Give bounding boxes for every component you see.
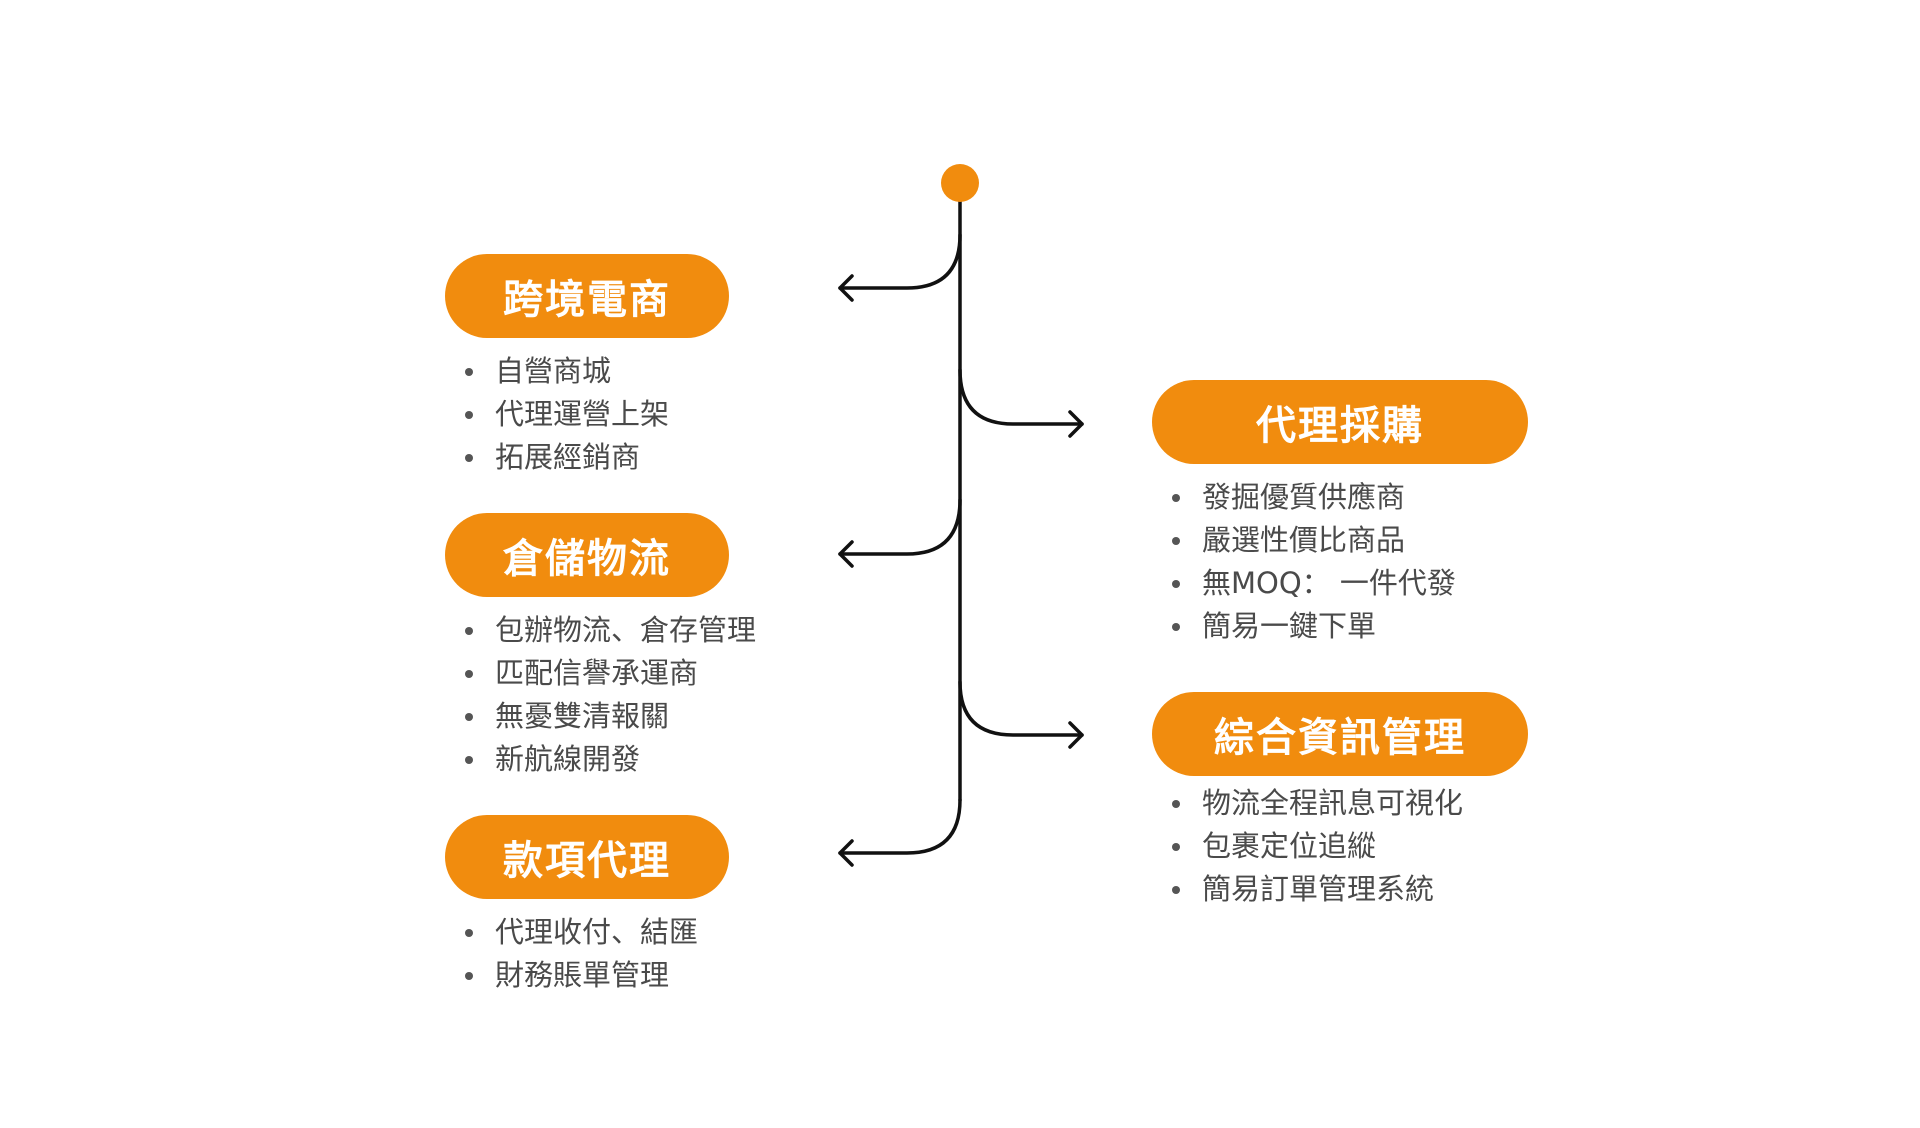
arrow-left-icon	[838, 540, 854, 568]
list-item: 簡易訂單管理系統	[1167, 868, 1463, 911]
list-item: 包裹定位追縱	[1167, 825, 1463, 868]
branch-list-procurement: 發掘優質供應商 嚴選性價比商品 無MOQ： 一件代發 簡易一鍵下單	[1167, 476, 1456, 648]
branch-list-cross-border-ecommerce: 自營商城 代理運營上架 拓展經銷商	[460, 350, 669, 479]
arrow-right-icon	[1068, 721, 1084, 749]
list-item: 簡易一鍵下單	[1167, 605, 1456, 648]
list-item: 代理收付、結匯	[460, 911, 698, 954]
arrow-right-icon	[1068, 410, 1084, 438]
branch-connector-warehousing	[838, 498, 962, 556]
list-item: 無憂雙清報關	[460, 695, 756, 738]
list-item: 物流全程訊息可視化	[1167, 782, 1463, 825]
branch-title-cross-border-ecommerce: 跨境電商	[445, 254, 729, 338]
list-item: 新航線開發	[460, 738, 756, 781]
branch-connector-information	[958, 680, 1084, 737]
branch-list-warehousing: 包辦物流、倉存管理 匹配信譽承運商 無憂雙清報關 新航線開發	[460, 609, 756, 781]
branch-connector-payment	[838, 798, 962, 855]
branch-connector-procurement	[958, 368, 1084, 426]
branch-list-information: 物流全程訊息可視化 包裹定位追縱 簡易訂單管理系統	[1167, 782, 1463, 911]
list-item: 拓展經銷商	[460, 436, 669, 479]
branch-connector-cross-border-ecommerce	[838, 233, 962, 290]
branch-title-procurement: 代理採購	[1152, 380, 1528, 464]
list-item: 嚴選性價比商品	[1167, 519, 1456, 562]
branch-title-warehousing: 倉儲物流	[445, 513, 729, 597]
list-item: 無MOQ： 一件代發	[1167, 562, 1456, 605]
branch-title-payment: 款項代理	[445, 815, 729, 899]
list-item: 匹配信譽承運商	[460, 652, 756, 695]
list-item: 財務賬單管理	[460, 954, 698, 997]
list-item: 自營商城	[460, 350, 669, 393]
root-node-dot	[941, 164, 979, 202]
list-item: 代理運營上架	[460, 393, 669, 436]
arrow-left-icon	[838, 274, 854, 302]
branch-list-payment: 代理收付、結匯 財務賬單管理	[460, 911, 698, 997]
list-item: 包辦物流、倉存管理	[460, 609, 756, 652]
arrow-left-icon	[838, 839, 854, 867]
list-item: 發掘優質供應商	[1167, 476, 1456, 519]
branch-title-information: 綜合資訊管理	[1152, 692, 1528, 776]
